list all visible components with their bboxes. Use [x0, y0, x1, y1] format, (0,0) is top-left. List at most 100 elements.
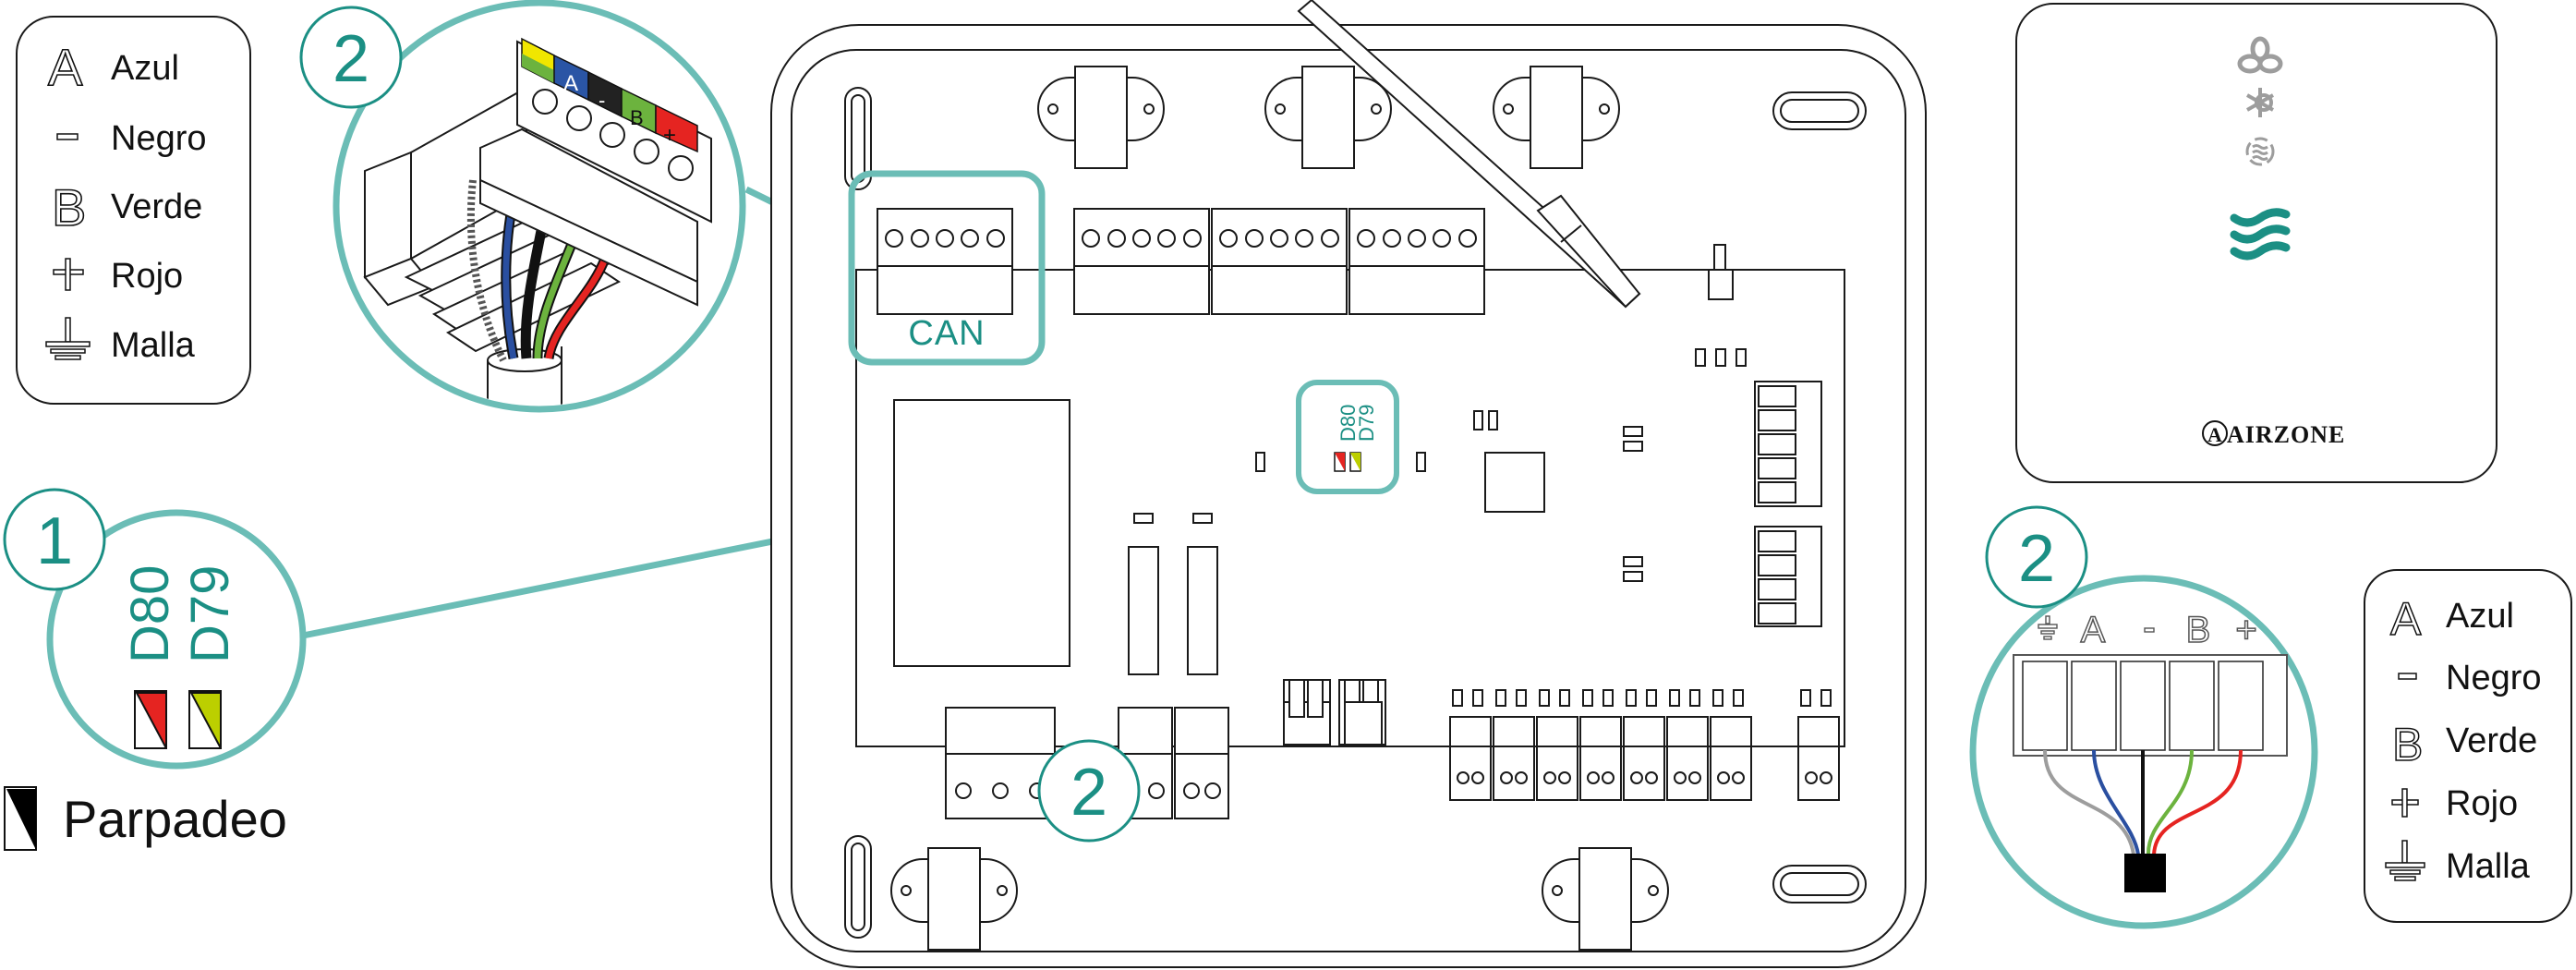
step-2-number-top: 2 [333, 22, 369, 96]
wire-black [520, 215, 550, 359]
legend-right-label-verde: Verde [2446, 721, 2537, 760]
terminal-color-strip: A - B + [521, 37, 698, 153]
main-board: CAN D80 D79 [770, 0, 1927, 968]
terminal-block-can[interactable] [877, 208, 1013, 315]
legend-label-rojo: Rojo [111, 257, 183, 296]
terminal-label-a: A [2081, 610, 2106, 650]
symbol-b-icon: B [2392, 719, 2423, 770]
terminal-zoom-circle-right: A B + 2 [1969, 505, 2318, 929]
terminal-label-b: B [2186, 610, 2211, 650]
led-d80-icon [134, 690, 167, 749]
blink-label: Parpadeo [63, 790, 287, 848]
symbol-plus-icon [2391, 788, 2419, 818]
led-zoom-circle: D80 D79 1 [3, 488, 307, 770]
svg-text:A: A [48, 38, 83, 96]
connector-zoom-circle: A - B + 2 [299, 0, 746, 413]
led-label-d79: D79 [180, 565, 240, 663]
relay-2 [1187, 546, 1218, 675]
terminal-screws [532, 89, 694, 181]
can-label: CAN [908, 314, 985, 353]
relay-output-terminal [1579, 689, 1622, 801]
wire-shield [2043, 749, 2135, 855]
step-2-badge-right [1985, 505, 2088, 609]
svg-text:+: + [663, 123, 676, 148]
cold-heat-icon [2246, 88, 2274, 117]
relay-output-terminal [1536, 689, 1578, 801]
can-highlight [848, 170, 1046, 366]
terminal-block-zone-3 [1348, 208, 1485, 315]
led-d79-icon [188, 690, 222, 749]
relay-output-terminal [1623, 689, 1665, 801]
board-led-label-d79: D79 [1355, 405, 1378, 442]
symbol-a-icon: A [2390, 593, 2422, 645]
cable-jacket [2124, 854, 2166, 892]
dehumidify-icon [2245, 137, 2275, 166]
relay-output-terminal [1493, 689, 1535, 801]
relay-output-terminal [1797, 689, 1840, 801]
legend-right-label-azul: Azul [2446, 597, 2514, 636]
step-2-number-board: 2 [1070, 756, 1107, 830]
legend-right-label-negro: Negro [2446, 659, 2542, 697]
small-leds [1255, 348, 1747, 582]
legend-left: A Azul Negro B Verde Rojo Malla [16, 16, 251, 405]
bus-connectors [1283, 679, 1386, 746]
connector-front [479, 127, 698, 284]
svg-text:AIRZONE: AIRZONE [2227, 421, 2345, 448]
step-2-badge-board [1037, 739, 1141, 843]
svg-text:B: B [630, 106, 644, 129]
blink-legend: Parpadeo [4, 786, 287, 851]
wire-shield [466, 179, 507, 362]
wire-blue [2092, 749, 2140, 855]
ground-icon [2385, 840, 2425, 881]
symbol-plus-icon [53, 258, 84, 291]
step-2-number-right: 2 [2018, 522, 2055, 596]
legend-right: A Azul Negro B Verde Rojo Malla [2364, 569, 2572, 923]
connector-right-1 [1754, 381, 1822, 507]
board-led-d80 [1334, 452, 1346, 472]
terminal-block-zone-1 [1073, 208, 1210, 315]
ground-label-icon [2038, 615, 2058, 640]
board-led-d79 [1349, 452, 1361, 472]
top-clips [890, 66, 1669, 951]
relay-1 [1128, 546, 1159, 675]
mounting-slots [844, 87, 1867, 939]
terminal-plus-color [655, 103, 698, 153]
symbol-b-icon: B [52, 178, 86, 236]
wire-green [2146, 749, 2194, 855]
legend-label-verde: Verde [111, 188, 202, 226]
symbol-minus-icon [2398, 673, 2417, 680]
connector-right-2 [1754, 526, 1822, 627]
legend-label-negro: Negro [111, 119, 207, 158]
thermostat: A AIRZONE [2015, 3, 2497, 483]
step-1-number: 1 [36, 504, 73, 578]
relay-output-terminal [1449, 689, 1492, 801]
svg-text:A: A [2207, 423, 2222, 446]
terminal-labels: A B + [2038, 609, 2257, 651]
air-wave-icon [2230, 208, 2291, 261]
legend-right-label-malla: Malla [2446, 847, 2531, 886]
wire-red [545, 257, 609, 359]
transformer [893, 399, 1070, 667]
symbol-minus-icon [56, 133, 79, 140]
legend-right-label-rojo: Rojo [2446, 784, 2518, 823]
step-1-badge [3, 488, 106, 591]
blink-icon [6, 789, 36, 850]
led-highlight [1296, 380, 1399, 494]
fan-icon [2237, 36, 2283, 74]
legend-label-malla: Malla [111, 326, 196, 365]
step-2-badge-top [299, 6, 403, 109]
relay-output-terminal [1710, 689, 1752, 801]
wire-red [2152, 749, 2243, 855]
svg-text:-: - [599, 89, 605, 112]
terminal-block-zone-2 [1211, 208, 1348, 315]
ground-icon [45, 317, 91, 360]
terminal-label-minus [2144, 627, 2155, 633]
terminal-label-plus: + [2235, 610, 2256, 650]
legend-label-azul: Azul [111, 49, 179, 88]
board-led-label-d80: D80 [1336, 405, 1360, 442]
wire-green [534, 236, 578, 359]
airzone-logo: A AIRZONE [2202, 420, 2345, 448]
svg-text:A: A [563, 71, 578, 96]
antenna [1297, 0, 1641, 309]
